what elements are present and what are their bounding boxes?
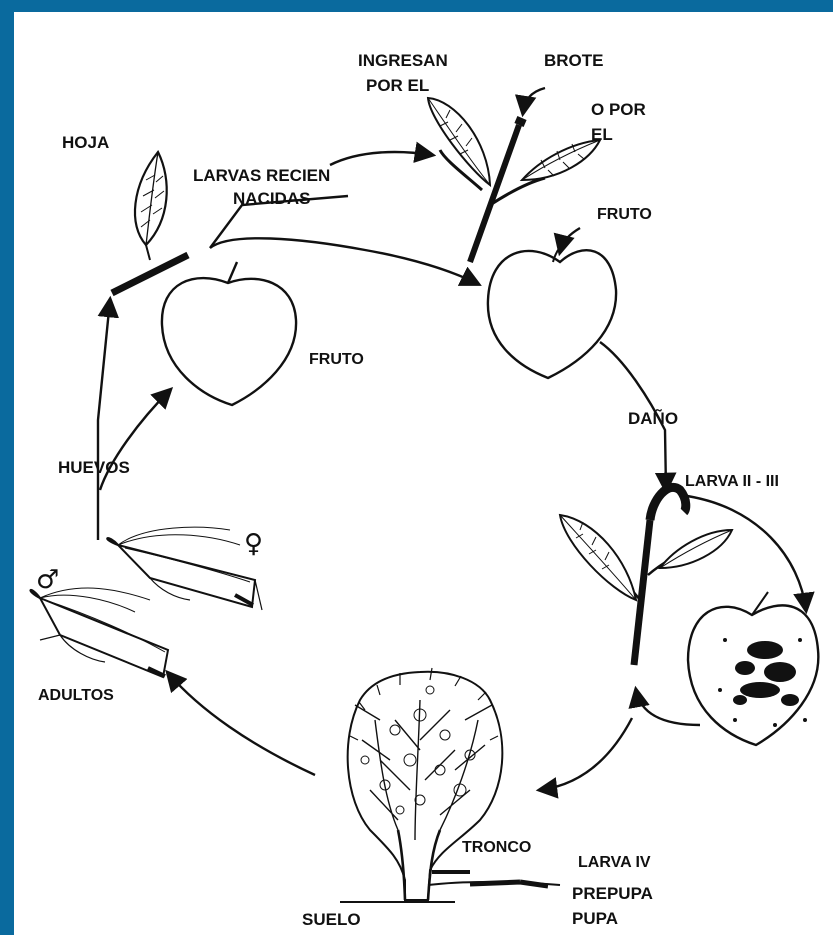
label-hoja: HOJA xyxy=(62,133,109,152)
diagram-canvas: HOJA LARVAS RECIEN NACIDAS INGRESAN POR … xyxy=(14,12,833,935)
label-tronco: TRONCO xyxy=(462,839,531,856)
label-o-por-line2: EL xyxy=(591,125,613,144)
label-huevos: HUEVOS xyxy=(58,458,130,477)
moth-icon xyxy=(107,527,262,610)
leaf-icon xyxy=(135,152,167,260)
peach-icon xyxy=(162,278,296,405)
label-ingresan-line1: INGRESAN xyxy=(358,51,448,70)
leaf-icon xyxy=(560,515,636,600)
leaf-icon xyxy=(522,140,600,180)
label-adultos: ADULTOS xyxy=(38,687,114,704)
male-symbol: ♂ xyxy=(36,565,59,595)
label-larva-iv: LARVA IV xyxy=(578,854,651,871)
label-larvas-line2: NACIDAS xyxy=(233,189,310,208)
label-ingresan-line2: POR EL xyxy=(366,76,429,95)
damaged-peach-icon xyxy=(688,605,818,745)
label-suelo: SUELO xyxy=(302,910,361,929)
life-cycle-diagram: HOJA LARVAS RECIEN NACIDAS INGRESAN POR … xyxy=(14,12,833,935)
label-o-por-line1: O POR xyxy=(591,100,646,119)
label-fruto-top: FRUTO xyxy=(597,206,652,223)
peach-icon xyxy=(488,250,616,378)
label-pupa: PUPA xyxy=(572,909,618,928)
label-brote: BROTE xyxy=(544,51,604,70)
tree-icon xyxy=(340,668,560,902)
moth-icon xyxy=(31,588,168,677)
female-symbol: ♀ xyxy=(244,529,263,559)
label-dano: DAÑO xyxy=(628,408,678,428)
label-prepupa: PREPUPA xyxy=(572,884,653,903)
label-fruto-left: FRUTO xyxy=(309,351,364,368)
label-larva-2-3: LARVA II - III xyxy=(685,473,779,490)
label-larvas-line1: LARVAS RECIEN xyxy=(193,166,330,185)
leaf-icon xyxy=(660,530,732,568)
